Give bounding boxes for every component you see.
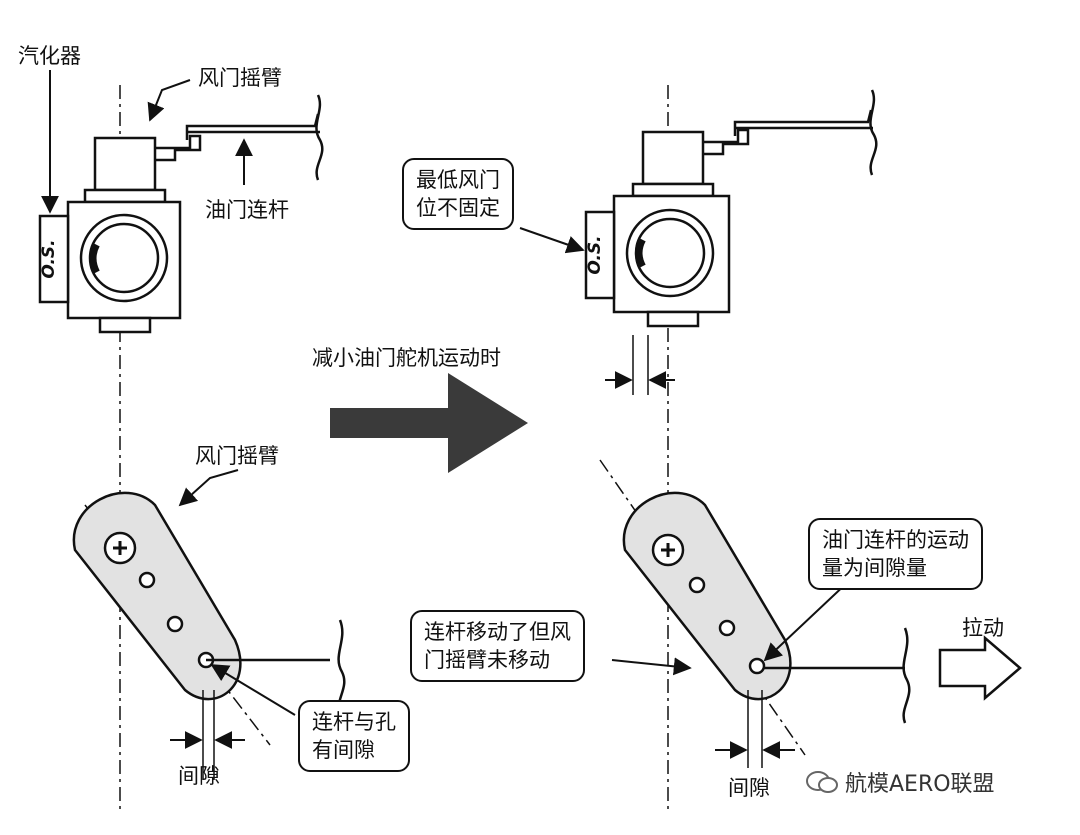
label-gap-left: 间隙 [178, 764, 220, 788]
brand-plate-right: O.S. [585, 235, 605, 274]
callout-rod-travel-line2: 量为间隙量 [822, 556, 927, 580]
callout-rod-moved-line1: 连杆移动了但风 [424, 620, 571, 644]
throttle-arm-left [72, 491, 346, 780]
label-gap-right: 间隙 [728, 776, 770, 800]
carburetor-right [584, 85, 878, 810]
brand-plate-left: O.S. [39, 239, 59, 278]
label-action: 减小油门舵机运动时 [312, 346, 501, 370]
callout-rod-hole-gap-line2: 有间隙 [312, 738, 375, 762]
label-pushrod: 油门连杆 [205, 198, 289, 222]
callout-rod-hole-gap: 连杆与孔 有间隙 [298, 700, 410, 772]
callout-min-throttle-line1: 最低风门 [416, 168, 500, 192]
watermark: 航模AERO联盟 [805, 766, 995, 798]
callout-rod-hole-gap-line1: 连杆与孔 [312, 710, 396, 734]
callout-rod-travel: 油门连杆的运动 量为间隙量 [808, 518, 983, 590]
callout-min-throttle-line2: 位不固定 [416, 196, 500, 220]
chat-bubble-icon [806, 771, 838, 793]
carburetor-left [38, 85, 324, 810]
callout-min-throttle: 最低风门 位不固定 [402, 158, 514, 230]
watermark-text: 航模AERO联盟 [845, 772, 995, 797]
label-carburetor: 汽化器 [18, 44, 81, 68]
action-arrow [330, 373, 528, 473]
callout-rod-travel-line1: 油门连杆的运动 [822, 528, 969, 552]
label-throttle-arm-top: 风门摇臂 [198, 66, 282, 90]
callout-rod-moved-line2: 门摇臂未移动 [424, 648, 550, 672]
pull-arrow [938, 635, 1022, 701]
label-throttle-arm-bottom: 风门摇臂 [195, 444, 279, 468]
callout-rod-moved: 连杆移动了但风 门摇臂未移动 [410, 610, 585, 682]
label-pull: 拉动 [962, 616, 1004, 640]
throttle-arm-right [599, 459, 1022, 768]
